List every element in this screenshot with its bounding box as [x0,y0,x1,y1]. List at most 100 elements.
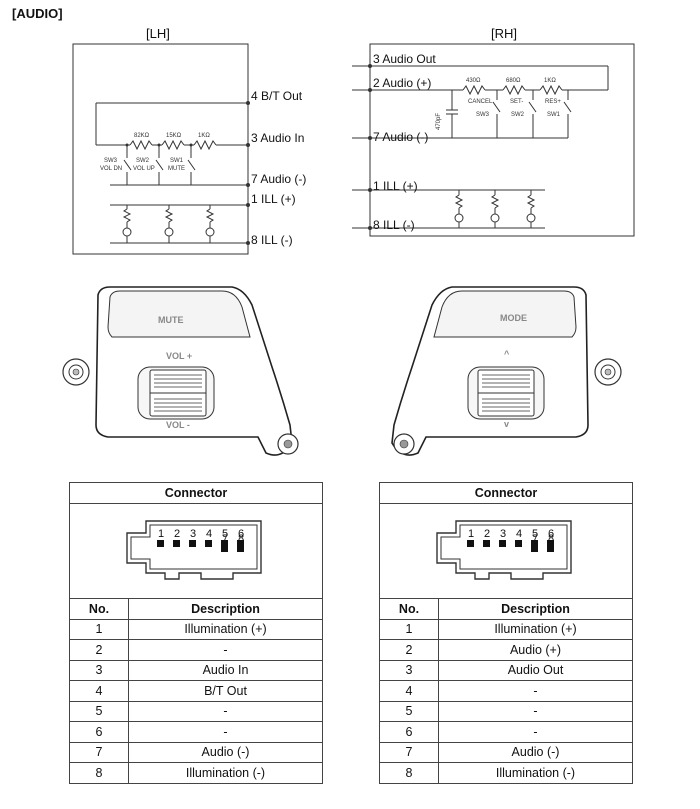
rh-switch-3 [563,101,572,113]
lh-mute-label: MUTE [158,315,184,325]
lh-switch-name: VOL DN [100,166,122,172]
rh-switch-name: SET- [510,99,523,105]
rh-schematic: 3 Audio Out 2 Audio (+) 7 Audio (-) 1 IL… [352,43,635,237]
lh-pin-label: 7 Audio (-) [251,172,306,186]
table-cell: 8 [69,762,129,784]
connector-icon: 1 2 3 4 5 6 [436,519,572,580]
table-cell: 7 [69,741,129,763]
connector-icon: 1 2 3 4 5 6 [126,519,262,580]
connector-pin-number: 2 [174,528,180,540]
rh-pin-label: 8 ILL (-) [373,218,415,232]
table-cell: - [128,700,323,722]
table-cell: Illumination (+) [128,618,323,640]
col-desc-header: Description [128,598,323,620]
table-cell: Audio (+) [438,639,633,661]
table-cell: 2 [379,639,439,661]
connector-pin-number: 2 [484,528,490,540]
table-cell: 4 [69,680,129,702]
table-cell: Audio (-) [128,741,323,763]
lh-switch-module [62,286,299,456]
rh-switch-module [391,286,622,456]
lh-switch-2 [155,159,164,171]
rh-switch-2 [528,101,537,113]
rh-resistor-value: 680Ω [506,78,521,84]
lh-led-1 [122,205,132,243]
switch-illustrations: MUTE VOL + VOL - MODE ^ v [62,286,622,456]
rh-switch-id: SW1 [547,112,561,118]
connector-header: Connector [379,482,633,504]
rh-resistor-value: 1KΩ [544,78,556,84]
rh-switch-name: RES+ [545,99,561,105]
table-cell: 1 [69,618,129,640]
rh-resistor-1 [462,84,486,96]
lh-switch-name: VOL UP [133,166,155,172]
lh-switch-3 [187,159,196,171]
table-row: No.Description [69,598,323,620]
table-cell: 6 [69,721,129,743]
connector-header: Connector [69,482,323,504]
rh-resistor-2 [502,84,526,96]
rh-led-1 [454,190,464,228]
lh-switch-name: MUTE [168,166,185,172]
lh-resistor-1 [129,139,153,151]
lh-switch-id: SW3 [104,158,118,164]
table-row: Connector [69,482,323,504]
connector-pin-number: 4 [516,528,522,540]
table-cell: 4 [379,680,439,702]
lh-pin-label: 8 ILL (-) [251,233,293,247]
connector-pin-number: 6 [548,528,554,540]
lh-schematic-frame [72,43,249,255]
connector-pin-number: 1 [468,528,474,540]
lh-led-3 [205,205,215,243]
connector-pin-number: 4 [206,528,212,540]
table-cell: - [438,721,633,743]
table-row: 6- [379,721,633,743]
table-cell: Illumination (-) [128,762,323,784]
lh-switch-id: SW2 [136,158,150,164]
lh-led-2 [164,205,174,243]
rh-switch-id: SW2 [511,112,525,118]
lh-label: [LH] [146,26,170,41]
section-title: [AUDIO] [12,6,63,21]
table-cell: 2 [69,639,129,661]
lh-schematic: 4 B/T Out 3 Audio In 7 Audio (-) 1 ILL (… [72,43,306,255]
lh-vol-up-label: VOL + [166,351,192,361]
table-cell: - [128,639,323,661]
connector-pin-number: 3 [190,528,196,540]
table-row: 6- [69,721,323,743]
lh-resistor-value: 1KΩ [198,133,210,139]
connector-diagram: 1 2 3 4 5 6 [379,503,633,599]
table-cell: 7 [379,741,439,763]
table-cell: Audio (-) [438,741,633,763]
lh-switch-id: SW1 [170,158,184,164]
table-row: 4- [379,680,633,702]
lh-pin-label: 4 B/T Out [251,89,303,103]
lh-resistor-value: 15KΩ [166,133,182,139]
col-desc-header: Description [438,598,633,620]
table-cell: - [128,721,323,743]
rh-pin-label: 7 Audio (-) [373,130,428,144]
rh-switch-id: SW3 [476,112,490,118]
connector-pin-number: 1 [158,528,164,540]
table-cell: Illumination (-) [438,762,633,784]
table-cell: 6 [379,721,439,743]
table-cell: B/T Out [128,680,323,702]
lh-resistor-2 [161,139,185,151]
lh-vol-down-label: VOL - [166,420,190,430]
table-cell: Audio In [128,659,323,681]
lh-pin-label: 1 ILL (+) [251,192,296,206]
table-row: No.Description [379,598,633,620]
table-cell: 1 [379,618,439,640]
connector-pin-number: 5 [532,528,538,540]
lh-resistor-value: 82KΩ [134,133,150,139]
